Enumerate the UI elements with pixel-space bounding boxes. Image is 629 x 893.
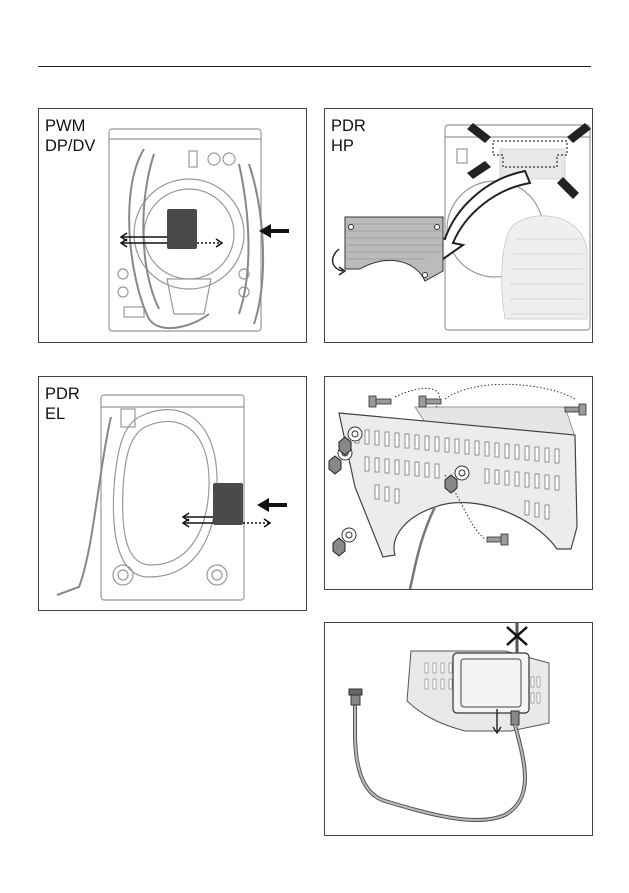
pdr-hp-illustration xyxy=(325,109,592,342)
arrow-icon xyxy=(467,161,491,179)
arrow-icon xyxy=(557,177,579,199)
figure-pwm-dpdv: PWM DP/DV xyxy=(38,108,307,343)
pdr-el-illustration xyxy=(39,377,306,610)
figure-module-cable xyxy=(324,622,593,836)
module-box xyxy=(213,483,243,525)
figure-pdr-el: PDR EL xyxy=(38,376,307,611)
figure-bracket-screws xyxy=(324,376,593,590)
panel-label-line-2: HP xyxy=(331,135,354,157)
panel-label-line-1: PDR xyxy=(45,383,80,405)
arrow-icon xyxy=(257,498,287,512)
rotate-icon xyxy=(333,249,343,271)
arrow-icon xyxy=(467,123,491,143)
figure-pdr-hp: PDR HP xyxy=(324,108,593,343)
arrow-icon xyxy=(567,123,591,143)
module-illustration xyxy=(325,623,592,835)
module-box xyxy=(167,209,197,249)
header-rule xyxy=(38,66,591,67)
module-box xyxy=(453,653,529,713)
panel-label-line-1: PWM xyxy=(45,115,85,137)
panel-label-line-2: EL xyxy=(45,403,65,425)
removed-cover xyxy=(345,217,443,281)
panel-label-line-1: PDR xyxy=(331,115,366,137)
arrow-icon xyxy=(259,224,289,238)
bracket-illustration xyxy=(325,377,592,589)
panel-label-line-2: DP/DV xyxy=(45,135,95,157)
